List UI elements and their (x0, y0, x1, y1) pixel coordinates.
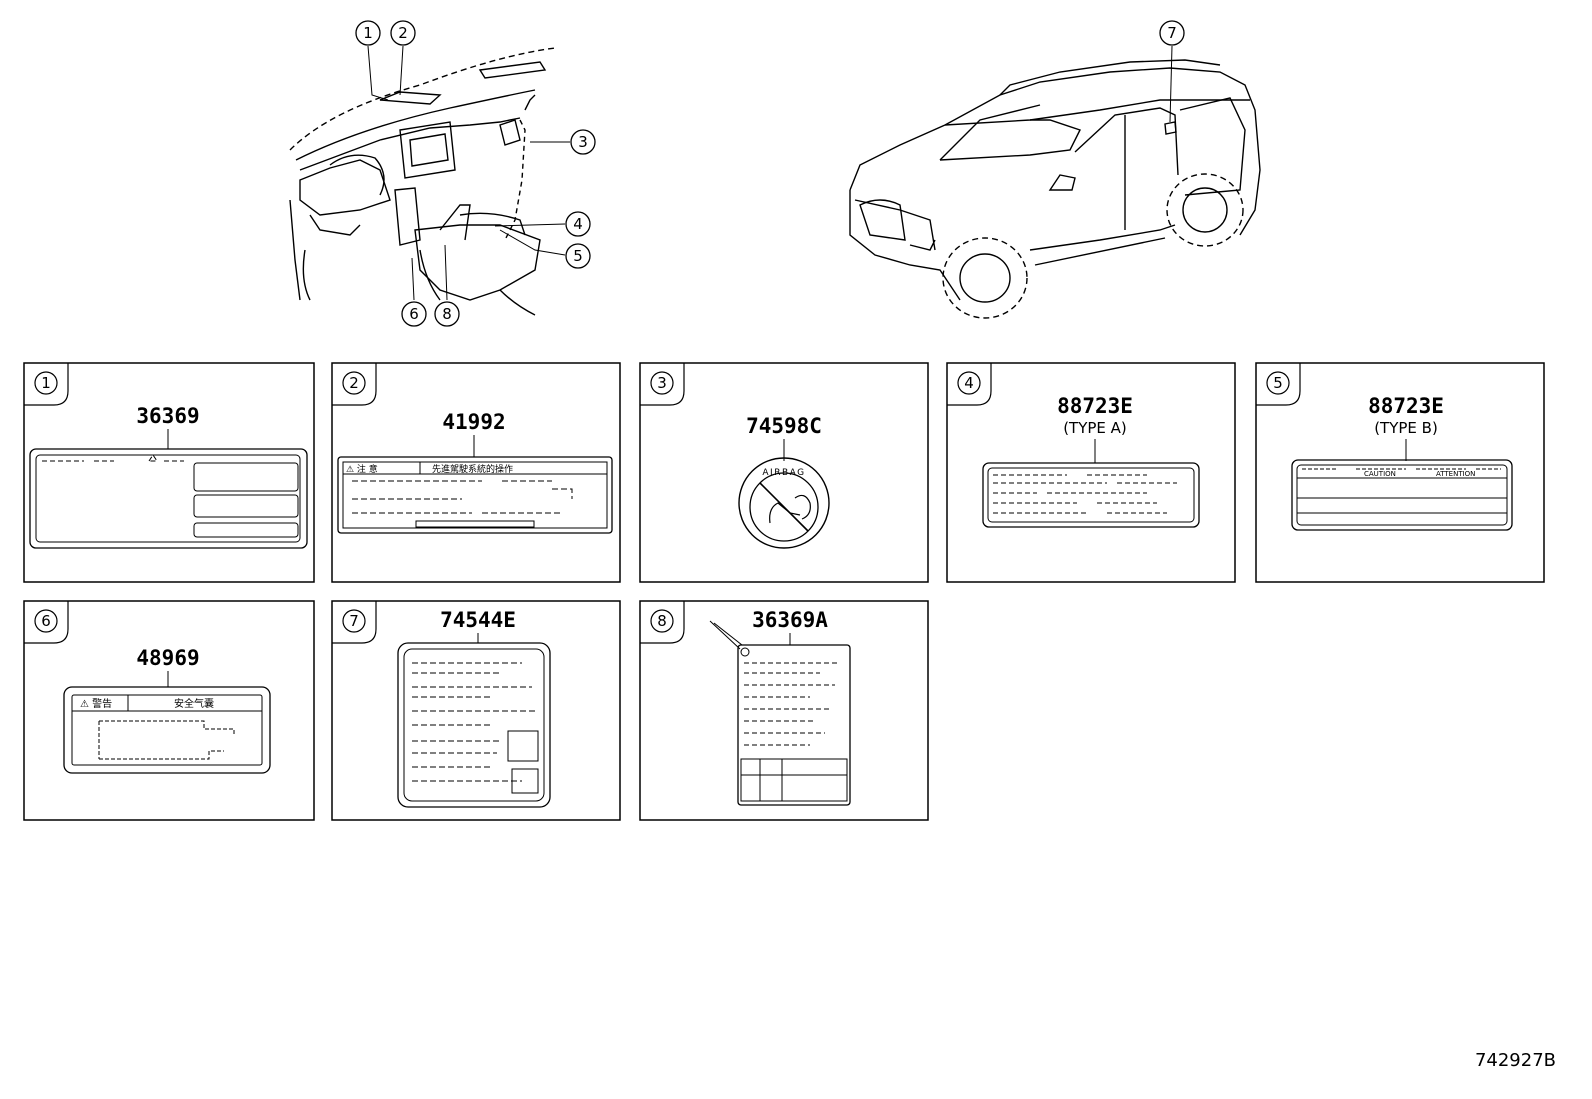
part-number: 36369A (752, 608, 828, 632)
part-number: 41992 (442, 410, 505, 434)
panel-index: 3 (657, 374, 667, 392)
panel-2: 2 41992 ⚠ 注 意 先進駕駛系統的操作 (331, 362, 621, 583)
panel-index: 8 (657, 612, 667, 630)
panel-8: 8 36369A (639, 600, 929, 821)
callout-2: 2 (390, 20, 416, 46)
vehicle-exterior-drawing (849, 59, 1261, 319)
panel-index-badge (342, 609, 366, 633)
panel-index-badge (342, 371, 366, 395)
interior-dashboard-drawing (289, 47, 556, 316)
callout-1: 1 (355, 20, 381, 46)
callout-5: 5 (565, 243, 591, 269)
panel-index: 1 (41, 374, 51, 392)
part-number: 74544E (440, 608, 516, 632)
panel-index: 4 (964, 374, 974, 392)
callout-4: 4 (565, 211, 591, 237)
panel-index-badge (34, 609, 58, 633)
callout-7: 7 (1159, 20, 1185, 46)
label-header-left: ⚠ 注 意 (346, 463, 378, 475)
panel-index: 7 (349, 612, 359, 630)
label-drawing (982, 462, 1200, 528)
overview-callouts: 1 2 3 4 5 6 8 7 (355, 20, 1185, 327)
callout-6-label: 6 (409, 305, 419, 323)
panel-1: 1 36369 (23, 362, 315, 583)
panel-index-badge (1266, 371, 1290, 395)
airbag-decal-drawing (738, 457, 830, 549)
panel-index-badge (34, 371, 58, 395)
decal-text: AIRBAG (762, 468, 805, 478)
diagram-reference-code: 742927B (1474, 1050, 1556, 1071)
part-number: 48969 (136, 646, 199, 670)
callout-8: 8 (434, 301, 460, 327)
panel-4: 4 88723E (TYPE A) (946, 362, 1236, 583)
panel-index: 5 (1273, 374, 1283, 392)
panel-index: 2 (349, 374, 359, 392)
part-subtitle: (TYPE A) (1063, 419, 1127, 437)
callout-7-label: 7 (1167, 24, 1177, 42)
panel-index: 6 (41, 612, 51, 630)
label-header-left: CAUTION (1364, 470, 1396, 478)
label-header-right: 安全气囊 (174, 697, 214, 710)
label-drawing (397, 642, 551, 808)
label-drawing (337, 456, 613, 534)
label-header-right: ATTENTION (1436, 470, 1475, 478)
part-subtitle: (TYPE B) (1374, 419, 1438, 437)
part-number: 36369 (136, 404, 199, 428)
panel-3: 3 74598C AIRBAG (639, 362, 929, 583)
label-drawing (709, 620, 851, 806)
callout-3-label: 3 (578, 133, 588, 151)
callout-6: 6 (401, 301, 427, 327)
label-drawing (1291, 459, 1513, 531)
callout-3: 3 (570, 129, 596, 155)
overview-illustrations (289, 45, 1261, 319)
interior-leader-lines (367, 45, 570, 301)
panel-5: 5 88723E (TYPE B) CAUTION ATTENTION (1255, 362, 1545, 583)
callout-4-label: 4 (573, 215, 583, 233)
panel-6: 6 48969 ⚠ 警告 安全气囊 (23, 600, 315, 821)
part-number: 88723E (1368, 394, 1444, 418)
part-number: 88723E (1057, 394, 1133, 418)
callout-1-label: 1 (363, 24, 373, 42)
label-drawing (63, 686, 271, 774)
label-drawing (29, 448, 308, 549)
panel-7: 7 74544E (331, 600, 621, 821)
panel-index-badge (650, 609, 674, 633)
panel-index-badge (650, 371, 674, 395)
exterior-leader-line (1169, 45, 1173, 123)
label-header-right: 先進駕駛系統的操作 (432, 463, 513, 475)
part-number: 74598C (746, 414, 822, 438)
callout-2-label: 2 (398, 24, 408, 42)
label-header-left: ⚠ 警告 (80, 697, 112, 710)
callout-8-label: 8 (442, 305, 452, 323)
callout-5-label: 5 (573, 247, 583, 265)
panel-index-badge (957, 371, 981, 395)
